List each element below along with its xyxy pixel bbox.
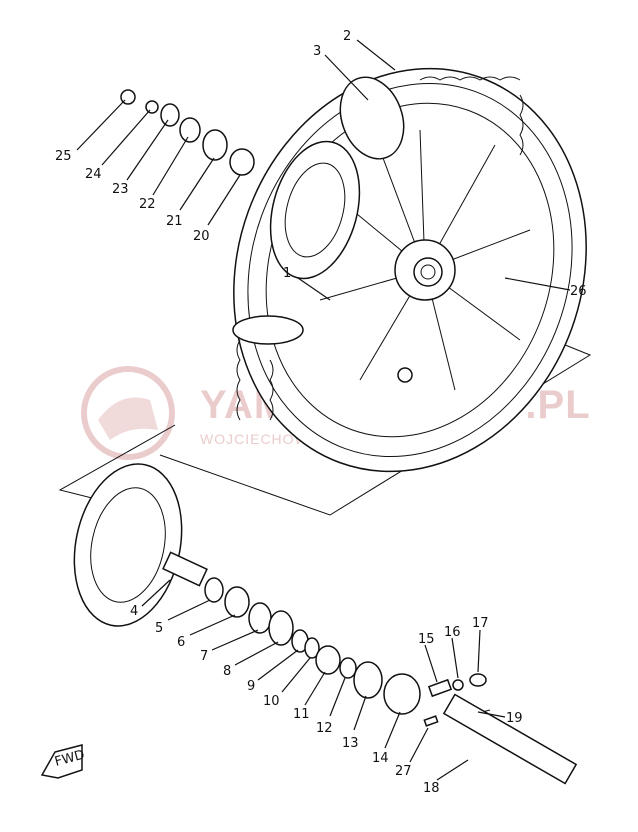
upper-parts — [120, 89, 255, 176]
tyre-tread — [236, 76, 524, 421]
leader-lines — [76, 39, 571, 781]
callout-3: 3 — [313, 44, 321, 59]
callouts: 1 2 3 4 5 6 7 8 9 10 11 12 13 14 15 16 1… — [55, 29, 587, 796]
callout-23: 23 — [112, 182, 129, 197]
callout-7: 7 — [200, 649, 208, 664]
wheel-assembly — [232, 67, 587, 473]
callout-13: 13 — [342, 736, 359, 751]
callout-15: 15 — [418, 632, 435, 647]
axle-parts — [162, 551, 578, 785]
callout-25: 25 — [55, 149, 72, 164]
callout-4: 4 — [130, 604, 138, 619]
callout-27: 27 — [395, 764, 412, 779]
callout-10: 10 — [263, 694, 280, 709]
callout-6: 6 — [177, 635, 185, 650]
callout-9: 9 — [247, 679, 255, 694]
callout-17: 17 — [472, 616, 489, 631]
callout-20: 20 — [193, 229, 210, 244]
callout-16: 16 — [444, 625, 461, 640]
callout-2: 2 — [343, 29, 351, 44]
callout-5: 5 — [155, 621, 163, 636]
callout-21: 21 — [166, 214, 183, 229]
callout-22: 22 — [139, 197, 156, 212]
callout-24: 24 — [85, 167, 102, 182]
watermark-logo-icon — [81, 366, 175, 460]
callout-1: 1 — [283, 266, 291, 281]
callout-19: 19 — [506, 711, 523, 726]
callout-8: 8 — [223, 664, 231, 679]
callout-26: 26 — [570, 284, 587, 299]
callout-18: 18 — [423, 781, 440, 796]
watermark-logo-mark — [98, 397, 158, 440]
callout-11: 11 — [293, 707, 310, 722]
fwd-arrow-icon: FWD — [40, 744, 86, 779]
callout-12: 12 — [316, 721, 333, 736]
callout-14: 14 — [372, 751, 389, 766]
brake-disc — [73, 463, 183, 627]
